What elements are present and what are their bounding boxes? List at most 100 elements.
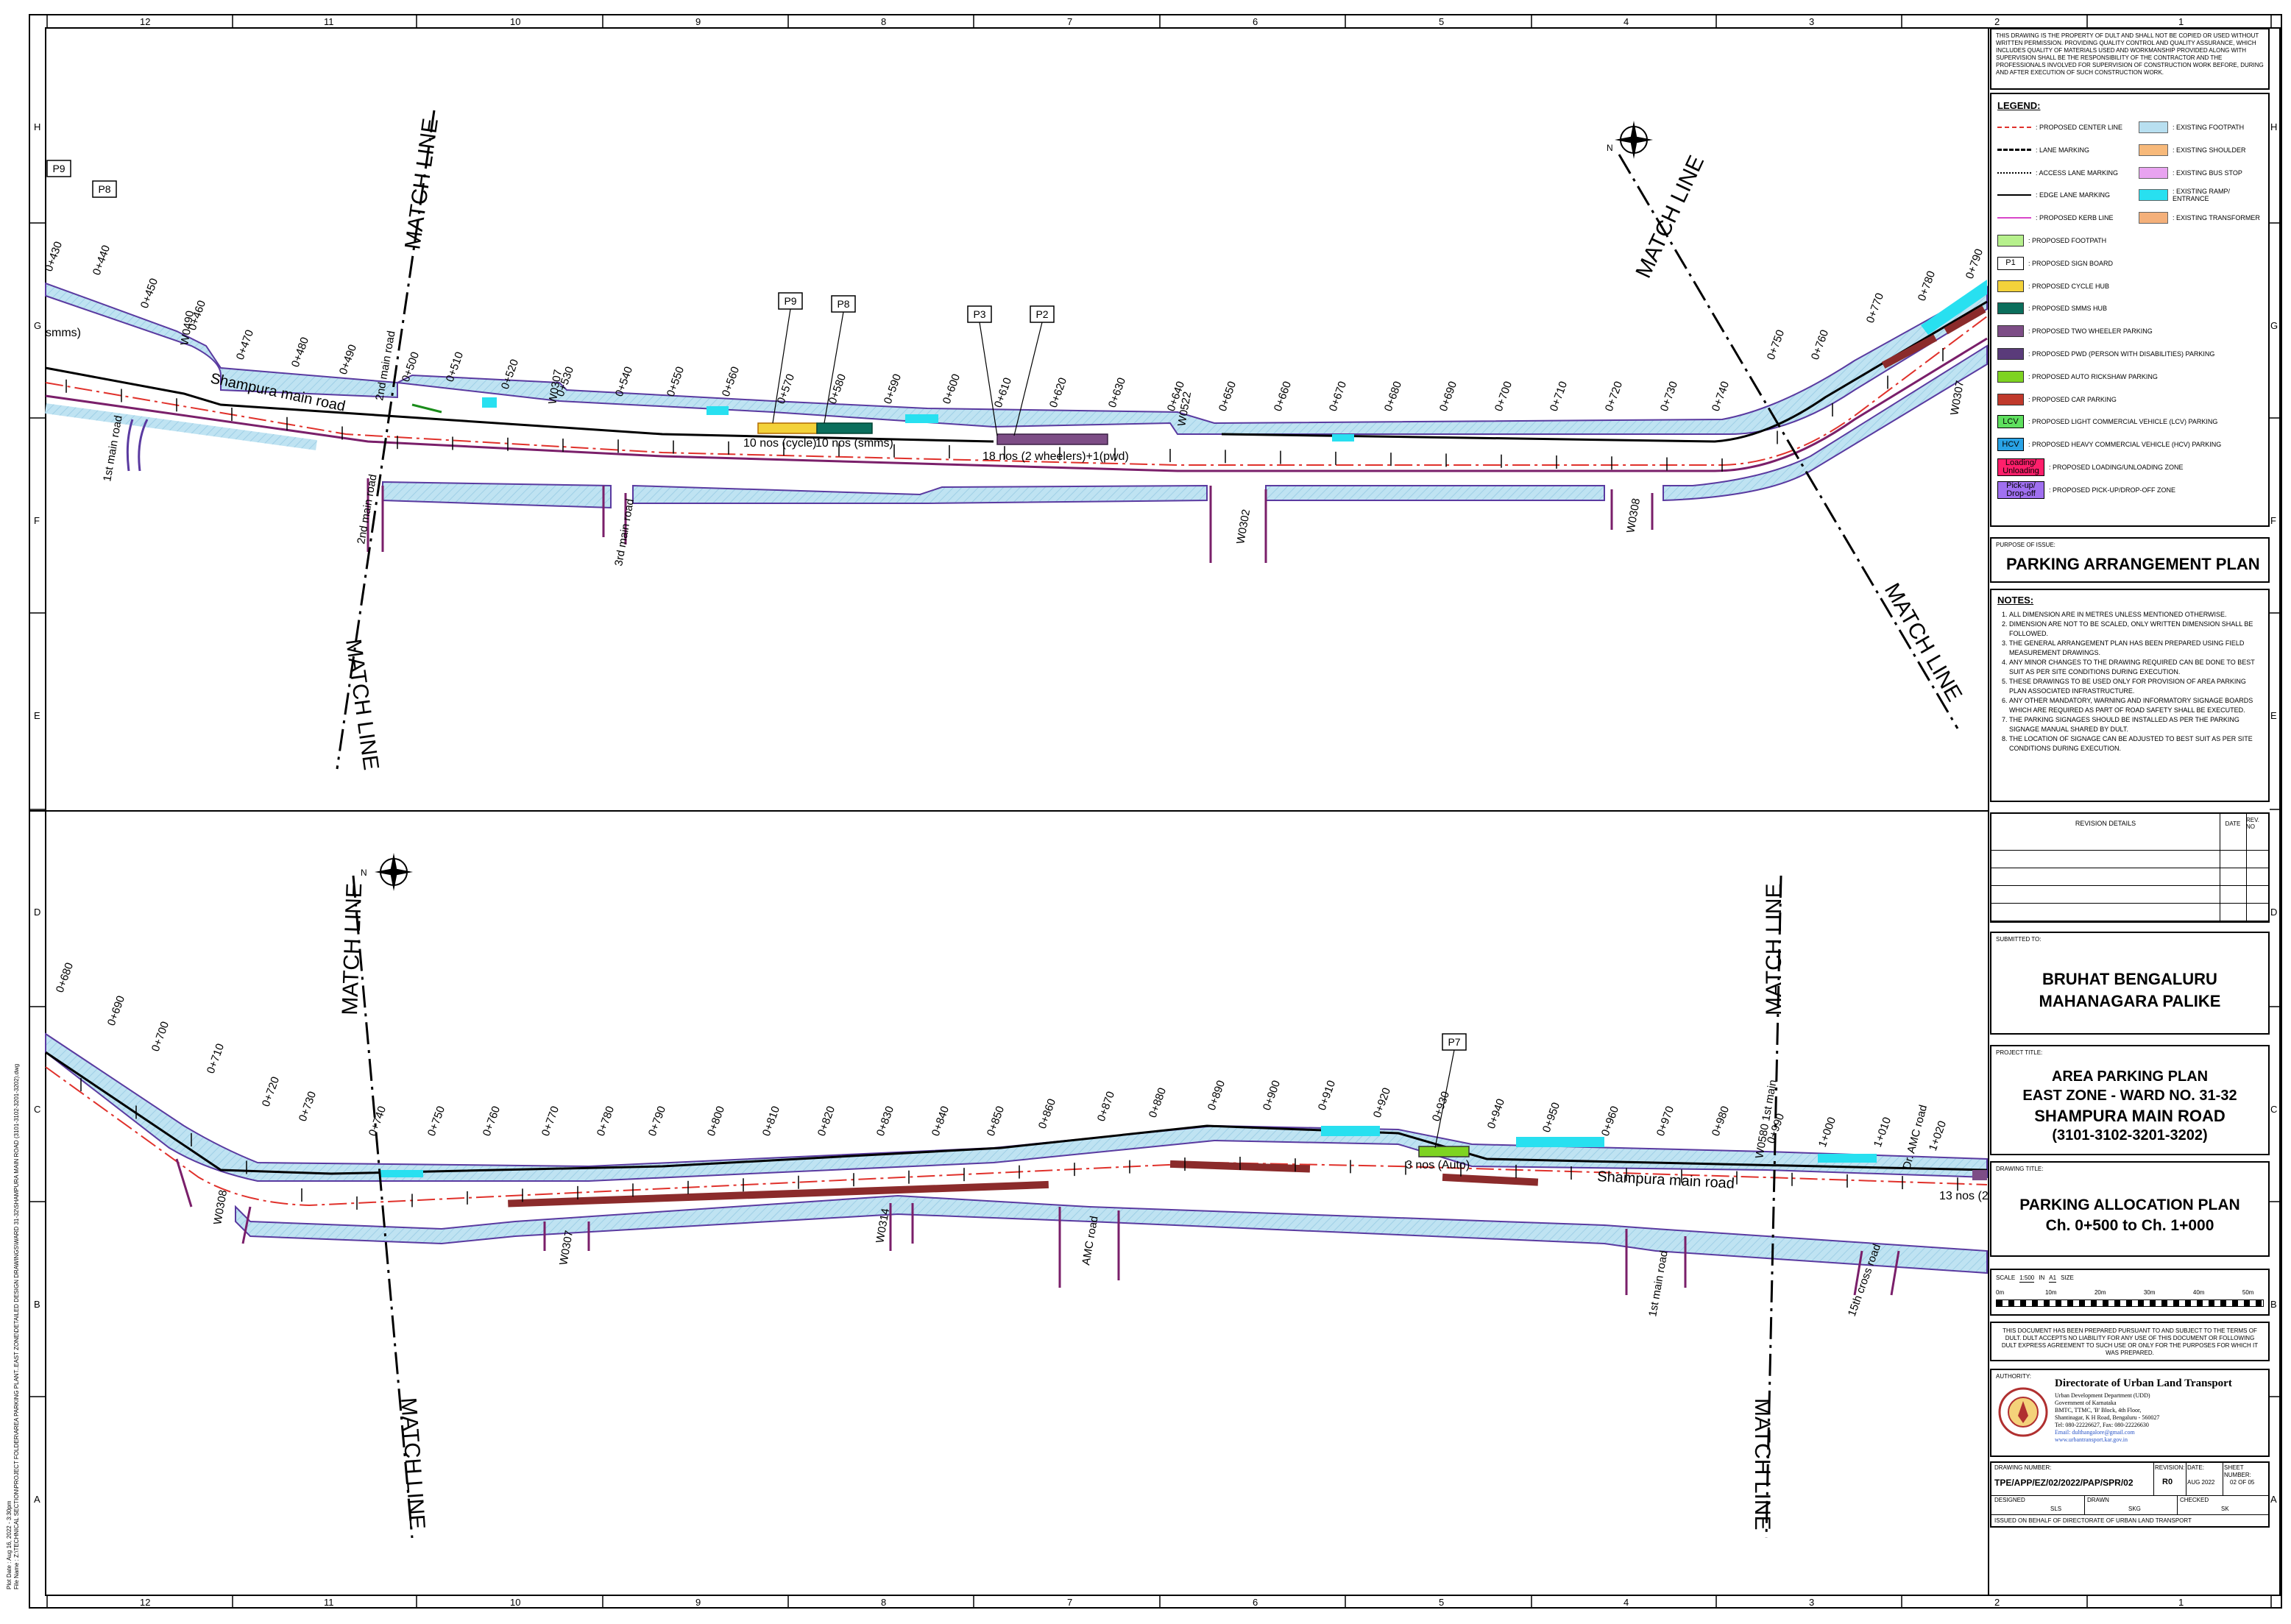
legend-label: : EXISTING FOOTPATH <box>2173 124 2245 131</box>
match-line-label: MATCH LINE <box>338 883 367 1016</box>
road-name-label: Shampura main road <box>1597 1169 1735 1192</box>
chainage-label: 0+800 <box>705 1104 727 1138</box>
sheet-value: 02 OF 05 <box>2230 1479 2255 1486</box>
chainage-label: 0+680 <box>1382 380 1404 413</box>
chainage-label: 0+630 <box>1106 376 1128 409</box>
chainage-label: 1+010 <box>1872 1116 1894 1149</box>
purpose-value: PARKING ARRANGEMENT PLAN <box>2006 555 2260 573</box>
top-road-plan <box>45 280 1988 563</box>
legend-item: Loading/Unloading: PROPOSED LOADING/UNLO… <box>1997 458 2184 477</box>
grid-column-label: 3 <box>1809 16 1815 27</box>
grid-column-label: 5 <box>1439 16 1445 27</box>
legend-item: : EXISTING SHOULDER <box>2139 141 2268 160</box>
callout-label: 10 nos (smms) <box>815 437 893 450</box>
grid-column-label: 11 <box>324 1597 334 1608</box>
project-line4: (3101-3102-3201-3202) <box>2052 1127 2208 1143</box>
legend-item: : PROPOSED CENTER LINE <box>1997 118 2122 137</box>
note-item: THESE DRAWINGS TO BE USED ONLY FOR PROVI… <box>2009 677 2262 696</box>
callout-label: 3 nos (Auto) <box>1406 1159 1470 1171</box>
lane-marking-icon <box>1997 149 2031 152</box>
grid-row-label: C <box>34 1104 41 1115</box>
legend-label: : PROPOSED CENTER LINE <box>2036 124 2123 131</box>
grid-column-label: 2 <box>1994 16 2000 27</box>
legend-label: : PROPOSED TWO WHEELER PARKING <box>2028 327 2153 336</box>
chainage-label: 0+780 <box>1916 269 1938 302</box>
grid-column-label: 8 <box>881 16 887 27</box>
sign-board-label: P8 <box>837 298 849 310</box>
note-item: ANY OTHER MANDATORY, WARNING AND INFORMA… <box>2009 696 2262 715</box>
note-item: THE GENERAL ARRANGEMENT PLAN HAS BEEN PR… <box>2009 639 2262 658</box>
note-item: DIMENSION ARE NOT TO BE SCALED, ONLY WRI… <box>2009 620 2262 639</box>
grid-column-label: 1 <box>2178 16 2184 27</box>
scale-tick-label: 40m <box>2192 1289 2205 1296</box>
note-item: THE PARKING SIGNAGES SHOULD BE INSTALLED… <box>2009 715 2262 734</box>
purpose-box: PURPOSE OF ISSUE: PARKING ARRANGEMENT PL… <box>1990 537 2270 583</box>
plot-date: Plot Date : Aug 16, 2022 - 3:30pm <box>6 1500 13 1589</box>
chainage-label: 0+730 <box>297 1090 319 1123</box>
sign-board-label: P9 <box>52 163 65 174</box>
project-box: PROJECT TITLE: AREA PARKING PLAN EAST ZO… <box>1990 1045 2270 1155</box>
drawing-info-box: DRAWING NUMBER: TPE/APP/EZ/02/2022/PAP/S… <box>1990 1461 2270 1528</box>
legend-item: : ACCESS LANE MARKING <box>1997 163 2118 182</box>
chainage-label: 0+690 <box>105 994 127 1027</box>
leader-line <box>979 322 998 436</box>
grid-row-label: G <box>34 320 42 331</box>
notes-list: ALL DIMENSION ARE IN METRES UNLESS MENTI… <box>1997 610 2262 754</box>
legend-label: : ACCESS LANE MARKING <box>2036 169 2119 177</box>
grid-column-label: 12 <box>140 1597 151 1608</box>
note-item: ANY MINOR CHANGES TO THE DRAWING REQUIRE… <box>2009 658 2262 677</box>
legend-label: : PROPOSED LOADING/UNLOADING ZONE <box>2049 464 2184 471</box>
notes-box: NOTES: ALL DIMENSION ARE IN METRES UNLES… <box>1990 589 2270 802</box>
legend-label: : PROPOSED SIGN BOARD <box>2028 259 2114 267</box>
grid-column-label: 4 <box>1623 16 1629 27</box>
grid-row-label: F <box>34 515 40 526</box>
scale-bar-graphic <box>1996 1299 2264 1307</box>
grid-column-label: 6 <box>1253 16 1258 27</box>
grid-row-label: B <box>34 1299 40 1310</box>
legend-item: : PROPOSED KERB LINE <box>1997 208 2114 227</box>
legend-item: : PROPOSED PWD (PERSON WITH DISABILITIES… <box>1997 344 2214 364</box>
chainage-label: 0+480 <box>289 336 311 369</box>
legend-item: Pick-up/Drop-off: PROPOSED PICK-UP/DROP-… <box>1997 481 2175 500</box>
leader-line <box>1013 322 1043 436</box>
legend-box: LEGEND: : PROPOSED CENTER LINE: LANE MAR… <box>1990 93 2270 527</box>
chainage-label: 0+770 <box>539 1104 562 1138</box>
drawn-value: SKG <box>2128 1506 2141 1512</box>
revision-date-header: DATE <box>2220 814 2247 834</box>
legend-label: : PROPOSED CYCLE HUB <box>2028 282 2110 290</box>
chainage-label: 0+900 <box>1261 1079 1283 1112</box>
legend-item: HCV: PROPOSED HEAVY COMMERCIAL VEHICLE (… <box>1997 435 2221 454</box>
chainage-label: 0+840 <box>929 1104 952 1138</box>
scale-tick-label: 0m <box>1996 1289 2005 1296</box>
auto-icon <box>1997 370 2024 383</box>
grid-row-label: E <box>2270 710 2277 721</box>
legend-swatch-icon <box>2139 121 2168 133</box>
hcv-icon: HCV <box>1997 438 2024 452</box>
grid-row-label: C <box>2270 1104 2278 1115</box>
number-cell: DRAWING NUMBER: TPE/APP/EZ/02/2022/PAP/S… <box>1991 1463 2154 1496</box>
authority-line: BMTC, TTMC, 'B' Block, 4th Floor, <box>2055 1407 2142 1414</box>
match-line-label: MATCH LINE <box>396 1397 429 1530</box>
chainage-label: 0+620 <box>1047 376 1069 409</box>
sign-board-label: P8 <box>98 183 110 195</box>
submitted-line1: BRUHAT BENGALURU <box>2042 970 2217 988</box>
side-road-label: AMC road <box>1080 1215 1100 1266</box>
drawing-title-box: DRAWING TITLE: PARKING ALLOCATION PLAN C… <box>1990 1161 2270 1257</box>
legend-symbol-text: Drop-off <box>2006 489 2036 498</box>
grid-column-label: 7 <box>1067 1597 1073 1608</box>
legend-label: : EXISTING SHOULDER <box>2173 146 2246 154</box>
grid-column-label: 9 <box>695 16 701 27</box>
chainage-label: 0+590 <box>882 372 904 405</box>
revision-value: R0 <box>2162 1478 2173 1486</box>
north-arrow-icon <box>375 853 413 891</box>
drawn-cell: DRAWN SKG <box>2084 1495 2178 1515</box>
chainage-label: 0+790 <box>1964 247 1986 280</box>
project-caption: PROJECT TITLE: <box>1996 1049 2043 1056</box>
date-value: AUG 2022 <box>2187 1479 2215 1486</box>
legend-label: : PROPOSED PICK-UP/DROP-OFF ZONE <box>2049 486 2176 494</box>
issued-note: ISSUED ON BEHALF OF DIRECTORATE OF URBAN… <box>1994 1517 2192 1524</box>
plot-info: Plot Date : Aug 16, 2022 - 3:30pm File N… <box>6 1001 21 1589</box>
grid-column-label: 5 <box>1439 1597 1445 1608</box>
authority-address: Urban Development Department (UDD)Govern… <box>2055 1392 2159 1444</box>
legend-item: : EXISTING RAMP/ ENTRANCE <box>2139 185 2268 205</box>
